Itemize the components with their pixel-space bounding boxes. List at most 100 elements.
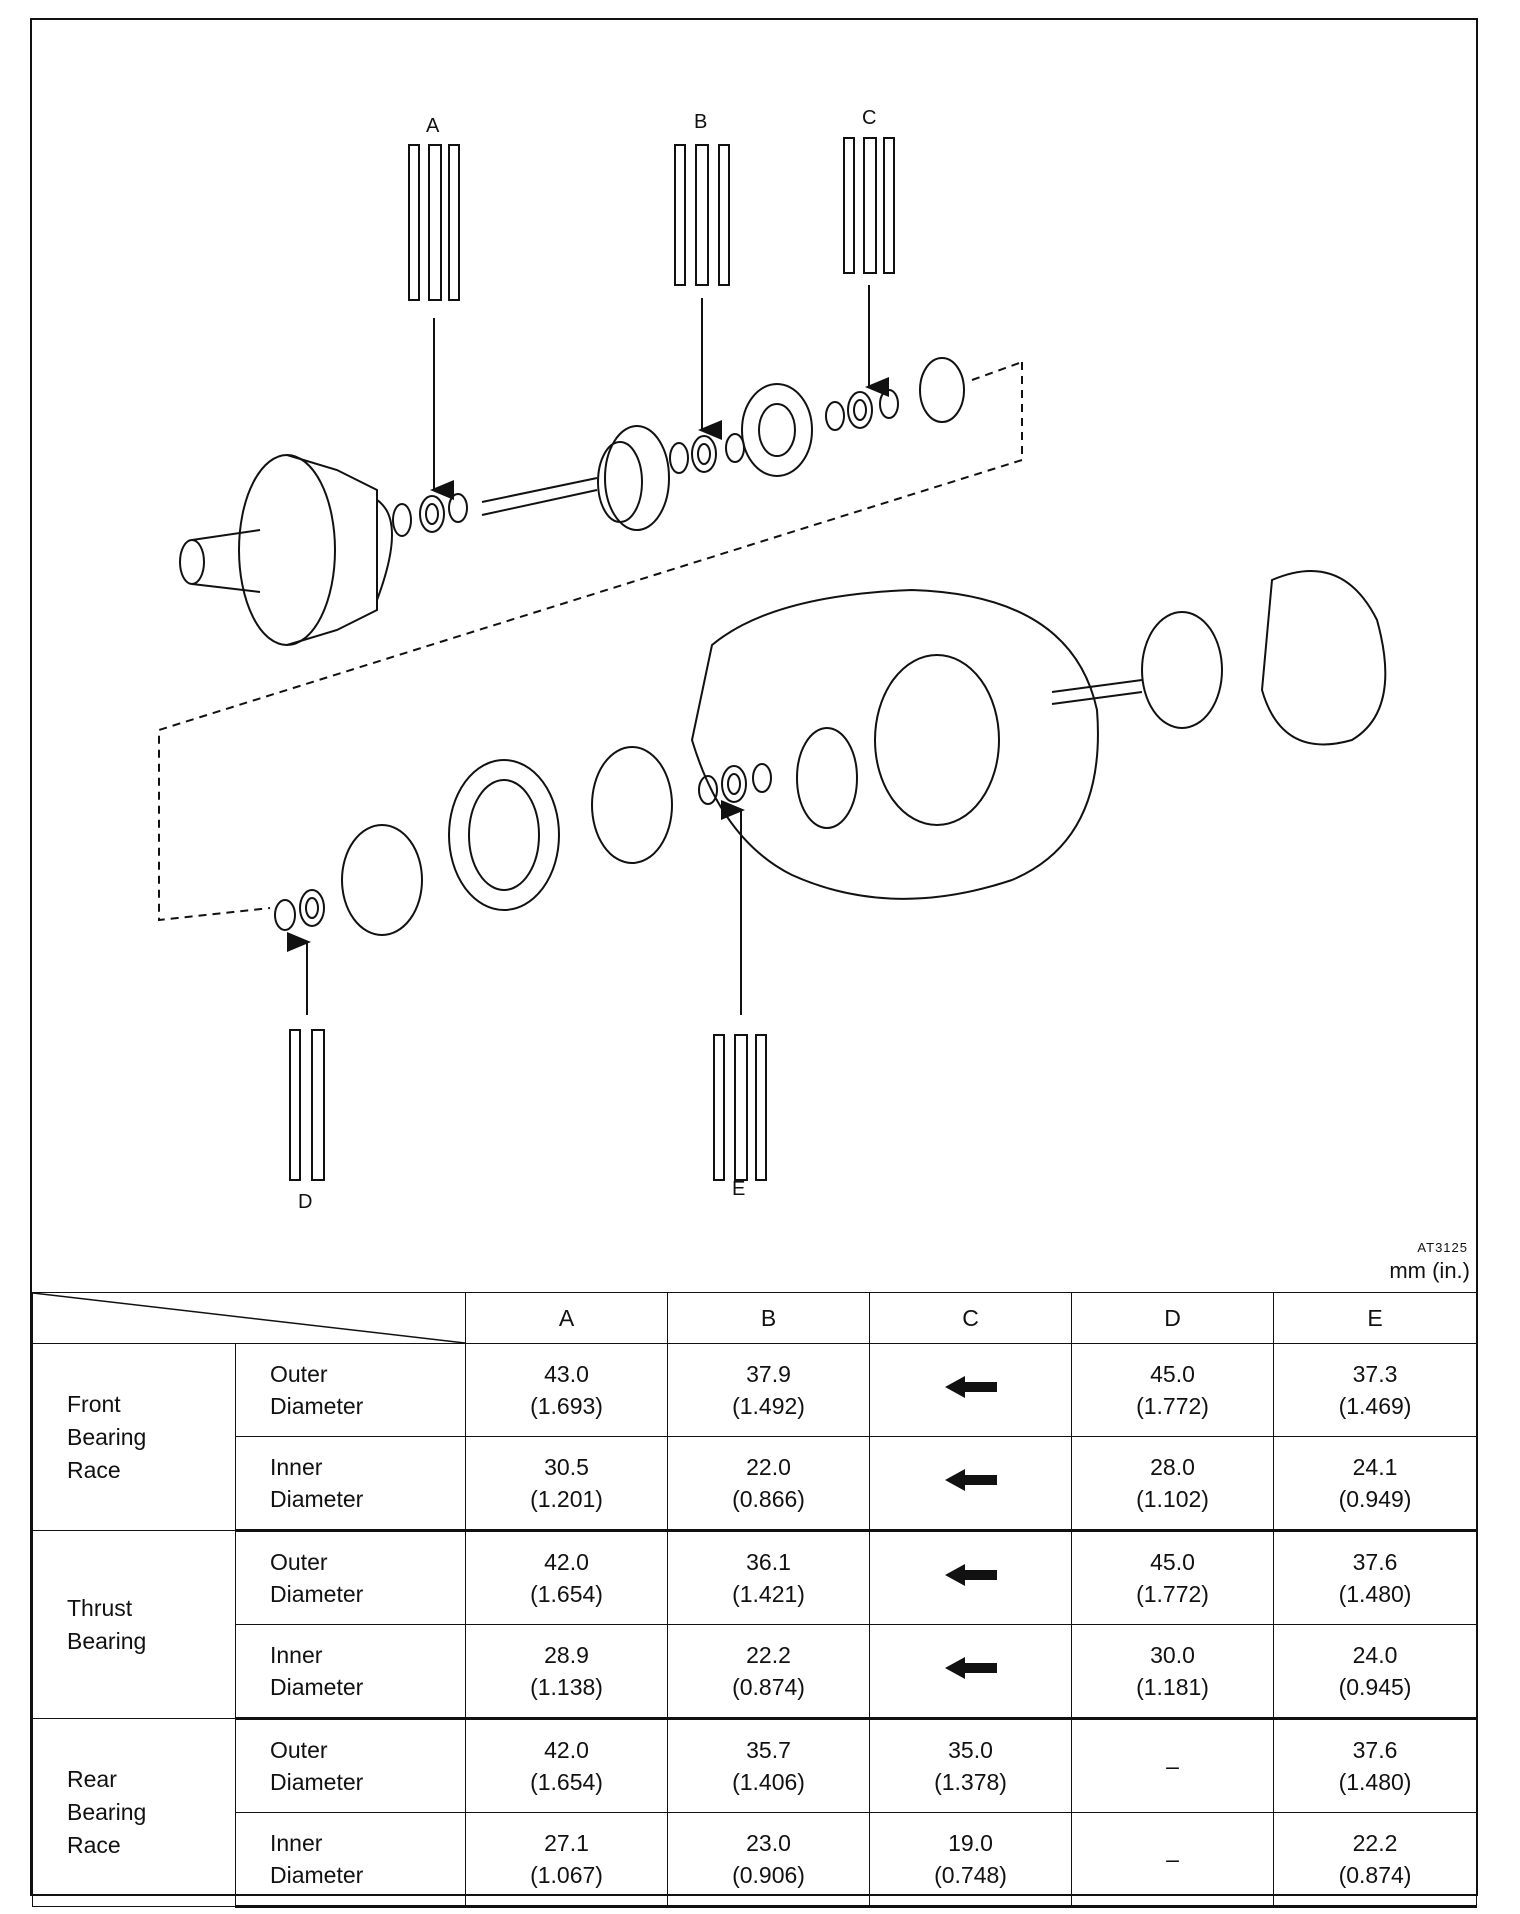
value-mm: 45.0 xyxy=(1150,1549,1195,1575)
cell-B: 36.1 (1.421) xyxy=(667,1530,870,1625)
group-label-line: Bearing xyxy=(67,1423,147,1450)
row-label-line: Inner xyxy=(270,1454,323,1480)
value-mm: 19.0 xyxy=(948,1830,993,1856)
value-in: (1.421) xyxy=(732,1581,805,1607)
value-in: (1.102) xyxy=(1136,1486,1209,1512)
group-label-line: Race xyxy=(67,1832,121,1858)
callout-C: C xyxy=(843,107,895,397)
value-in: (1.067) xyxy=(530,1862,603,1888)
group-label-line: Thrust xyxy=(67,1594,133,1621)
value-none: – xyxy=(1166,1846,1179,1872)
same-as-left-arrow-icon xyxy=(869,1343,1072,1437)
value-mm: 24.1 xyxy=(1352,1454,1398,1480)
group-label-line: Race xyxy=(67,1456,121,1483)
cell-C: 19.0(0.748) xyxy=(869,1812,1072,1908)
value-in: (0.906) xyxy=(732,1862,805,1888)
value-in: (1.406) xyxy=(732,1769,805,1795)
row-label-line: Diameter xyxy=(270,1674,364,1700)
value-mm: 42.0 xyxy=(544,1737,589,1763)
value-mm: 37.6 xyxy=(1352,1737,1398,1763)
cell-A: 30.5(1.201) xyxy=(465,1436,668,1532)
figure-code: AT3125 xyxy=(1417,1240,1468,1255)
table-corner xyxy=(32,1292,466,1344)
pump-housing xyxy=(179,454,393,646)
value-in: (1.772) xyxy=(1136,1581,1209,1607)
svg-text:C: C xyxy=(862,107,876,129)
cell-D: 30.0(1.181) xyxy=(1071,1624,1274,1720)
cell-B: 35.7 (1.406) xyxy=(667,1718,870,1813)
value-mm: 30.0 xyxy=(1150,1642,1195,1668)
value-in: (0.866) xyxy=(732,1486,805,1512)
callout-B: B xyxy=(674,111,730,440)
value-in: (0.949) xyxy=(1338,1486,1412,1512)
value-in: (0.945) xyxy=(1338,1674,1412,1700)
value-mm: 27.1 xyxy=(544,1830,589,1856)
same-as-left-arrow-icon xyxy=(869,1624,1072,1720)
callout-E: E xyxy=(713,800,767,1200)
cell-A: 28.9(1.138) xyxy=(465,1624,668,1720)
cell-E: 22.2(0.874) xyxy=(1273,1812,1477,1908)
value-mm: 35.0 xyxy=(948,1737,993,1763)
value-in: (1.654) xyxy=(530,1769,603,1795)
value-mm: 37.6 xyxy=(1352,1549,1398,1575)
value-in: (1.469) xyxy=(1338,1393,1412,1419)
cell-A: 42.0(1.654) xyxy=(465,1530,668,1625)
cell-D: 45.0(1.772) xyxy=(1071,1343,1274,1437)
value-in: (1.492) xyxy=(732,1393,805,1419)
cell-B: 23.0(0.906) xyxy=(667,1812,870,1908)
cell-A: 27.1 (1.067) xyxy=(465,1812,668,1908)
value-mm: 30.5 xyxy=(544,1454,589,1480)
transmission-case xyxy=(690,570,1387,900)
column-header-D: D xyxy=(1071,1292,1274,1344)
column-header-E: E xyxy=(1273,1292,1477,1344)
cell-A: 43.0(1.693) xyxy=(465,1343,668,1437)
cell-E: 37.6 (1.480) xyxy=(1273,1530,1477,1625)
value-mm: 28.9 xyxy=(544,1642,589,1668)
cell-A: 42.0 (1.654) xyxy=(465,1718,668,1813)
row-label-line: Diameter xyxy=(270,1862,364,1888)
value-mm: 37.3 xyxy=(1352,1361,1398,1387)
cell-E: 24.1 (0.949) xyxy=(1273,1436,1477,1532)
value-mm: 37.9 xyxy=(746,1361,791,1387)
cell-E: 24.0(0.945) xyxy=(1273,1624,1477,1720)
cell-E: 37.6 (1.480) xyxy=(1273,1718,1477,1813)
value-mm: 35.7 xyxy=(746,1737,791,1763)
row-label-line: Diameter xyxy=(270,1486,364,1512)
row-label-line: Diameter xyxy=(270,1769,364,1795)
same-as-left-arrow-icon xyxy=(869,1530,1072,1625)
upper-bearings xyxy=(392,357,965,537)
value-in: (1.772) xyxy=(1136,1393,1209,1419)
value-mm: 22.2 xyxy=(746,1642,791,1668)
unit-label: mm (in.) xyxy=(1389,1258,1470,1283)
svg-text:B: B xyxy=(694,111,707,133)
row-label-line: Inner xyxy=(270,1642,323,1668)
group-label-line: Front xyxy=(67,1390,121,1417)
value-in: (1.480) xyxy=(1338,1581,1412,1607)
svg-text:D: D xyxy=(298,1191,312,1213)
cell-D: 28.0(1.102) xyxy=(1071,1436,1274,1532)
value-in: (1.480) xyxy=(1338,1769,1412,1795)
row-label-line: Outer xyxy=(270,1549,328,1575)
group-label-line: Bearing xyxy=(67,1799,147,1825)
row-label-line: Diameter xyxy=(270,1581,364,1607)
value-mm: 43.0 xyxy=(544,1361,589,1387)
column-header-B: B xyxy=(667,1292,870,1344)
callout-D: D xyxy=(287,932,325,1213)
lower-bearings xyxy=(274,746,772,936)
value-in: (1.654) xyxy=(530,1581,603,1607)
group-label-line: Bearing xyxy=(67,1627,147,1654)
value-mm: 36.1 xyxy=(746,1549,791,1575)
row-label-line: Outer xyxy=(270,1361,328,1387)
value-mm: 22.0 xyxy=(746,1454,791,1480)
svg-text:A: A xyxy=(426,115,440,137)
cell-D: – xyxy=(1071,1812,1274,1908)
value-mm: 22.2 xyxy=(1352,1830,1398,1856)
